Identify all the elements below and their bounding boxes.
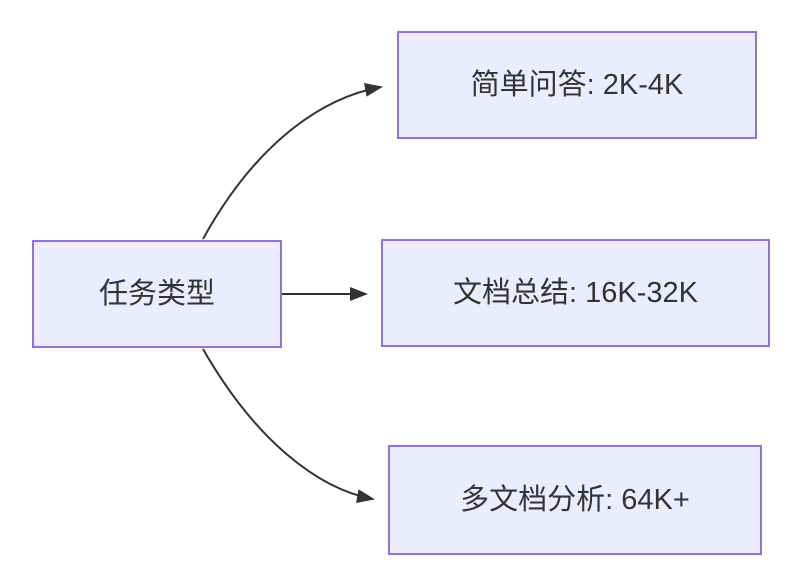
node-multi-doc-analysis-label: 多文档分析: 64K+: [460, 483, 690, 516]
node-task-type: 任务类型: [32, 240, 282, 348]
node-task-type-label: 任务类型: [98, 277, 215, 310]
node-multi-doc-analysis: 多文档分析: 64K+: [388, 445, 762, 555]
node-doc-summary-label: 文档总结: 16K-32K: [453, 276, 698, 309]
node-simple-qa-label: 简单问答: 2K-4K: [470, 68, 684, 101]
node-doc-summary: 文档总结: 16K-32K: [381, 239, 770, 347]
edge-root-to-branch3: [202, 348, 375, 504]
node-simple-qa: 简单问答: 2K-4K: [397, 31, 757, 139]
edge-root-to-branch1: [202, 82, 383, 240]
